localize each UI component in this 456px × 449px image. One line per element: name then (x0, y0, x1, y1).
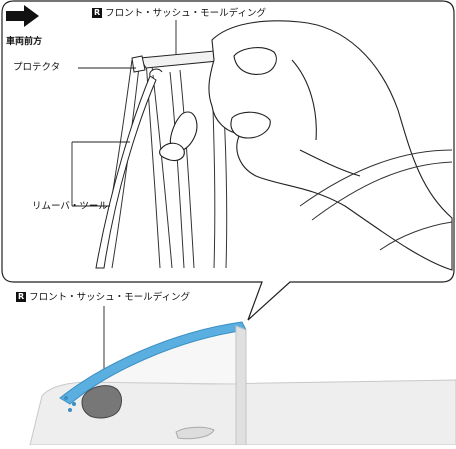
door-handle (175, 426, 215, 440)
front-sash-moulding-highlight (59, 321, 247, 405)
removal-tool (95, 68, 163, 269)
vehicle-forward-label: 車両前方 (6, 37, 43, 47)
removal-tool-label: リムーバ・ツール (32, 201, 108, 212)
inset-part-label: フロント・サッシュ・モールディング (29, 292, 191, 303)
protector-label: プロテクタ (13, 62, 61, 73)
side-mirror (81, 385, 123, 419)
car-inset-illustration (29, 321, 456, 446)
technician-hands (159, 20, 453, 271)
side-window-lines (299, 149, 453, 251)
rh-badge: R (16, 292, 27, 302)
right-arrow-icon (6, 5, 39, 27)
front-sash-moulding-label: フロント・サッシュ・モールディング (105, 8, 267, 19)
door-pillar (235, 325, 247, 446)
rh-badge: R (92, 8, 103, 18)
